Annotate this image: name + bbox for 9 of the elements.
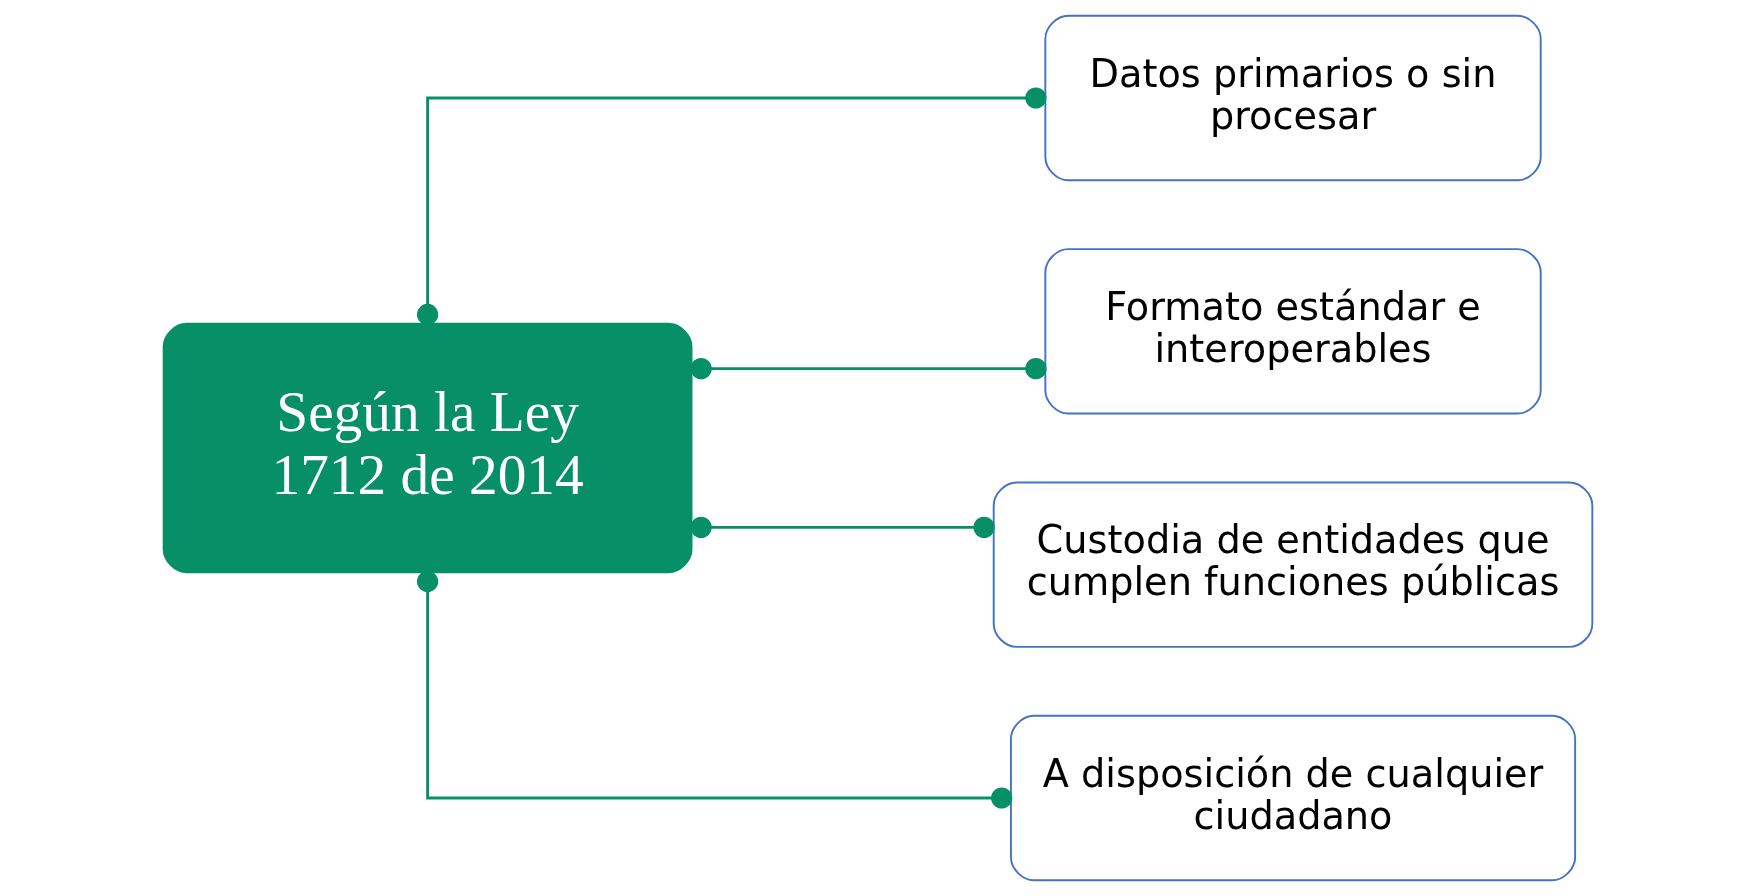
connector <box>690 358 1046 380</box>
connector <box>416 87 1046 326</box>
connector <box>690 516 995 538</box>
node-box: Formato estándar e interoperables <box>1043 248 1542 415</box>
node-box: Datos primarios o sin procesar <box>1043 14 1542 182</box>
node-box: Según la Ley 1712 de 2014 <box>162 322 692 574</box>
node-box: Custodia de entidades que cumplen funciones públicas <box>992 481 1593 648</box>
node-box: A disposición de cualquier ciudadano <box>1009 714 1576 882</box>
connector <box>416 570 1012 809</box>
